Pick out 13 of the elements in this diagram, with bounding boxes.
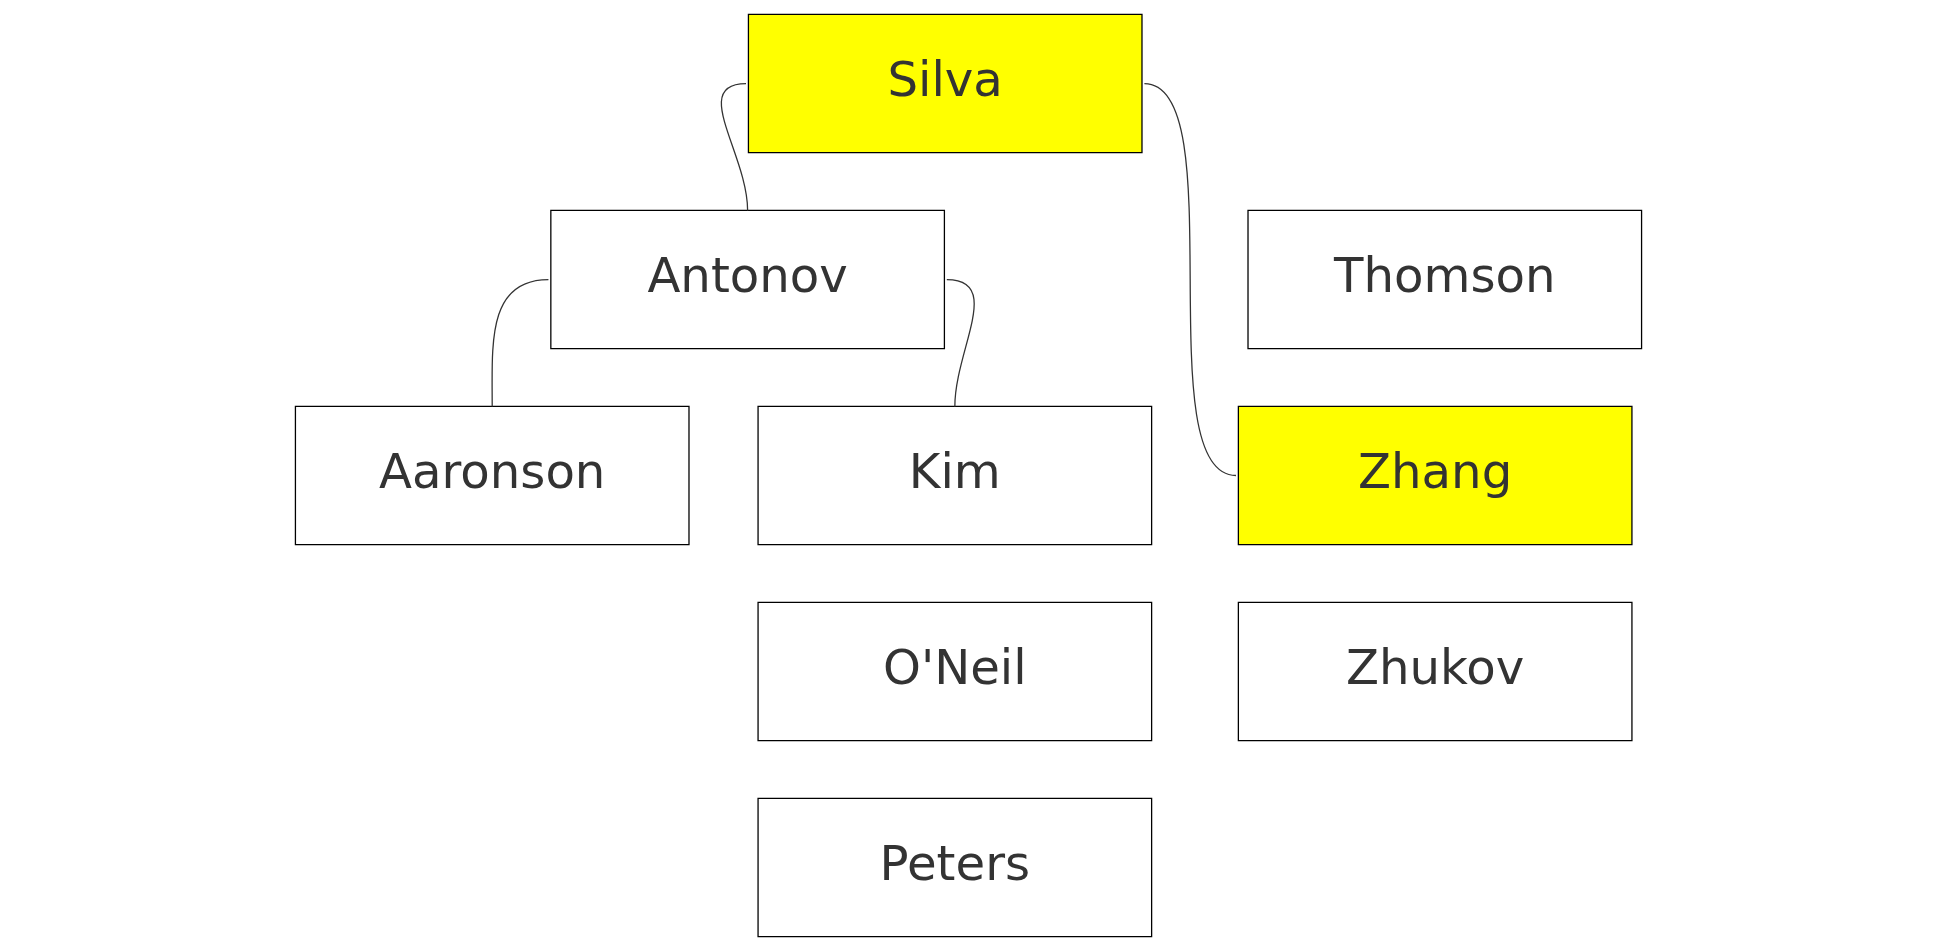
node-box: O'Neil — [757, 601, 1153, 742]
connector — [720, 82, 749, 212]
connector — [1143, 82, 1237, 477]
node-box: Aaronson — [294, 405, 690, 546]
node-box: Zhang — [1237, 405, 1633, 546]
node-box: Zhukov — [1237, 601, 1633, 742]
node-box: Kim — [757, 405, 1153, 546]
node-box: Silva — [747, 13, 1143, 154]
node-box: Antonov — [550, 209, 946, 350]
node-box: Thomson — [1247, 209, 1643, 350]
connector — [491, 278, 550, 408]
node-box: Peters — [757, 797, 1153, 938]
connector — [946, 278, 975, 408]
